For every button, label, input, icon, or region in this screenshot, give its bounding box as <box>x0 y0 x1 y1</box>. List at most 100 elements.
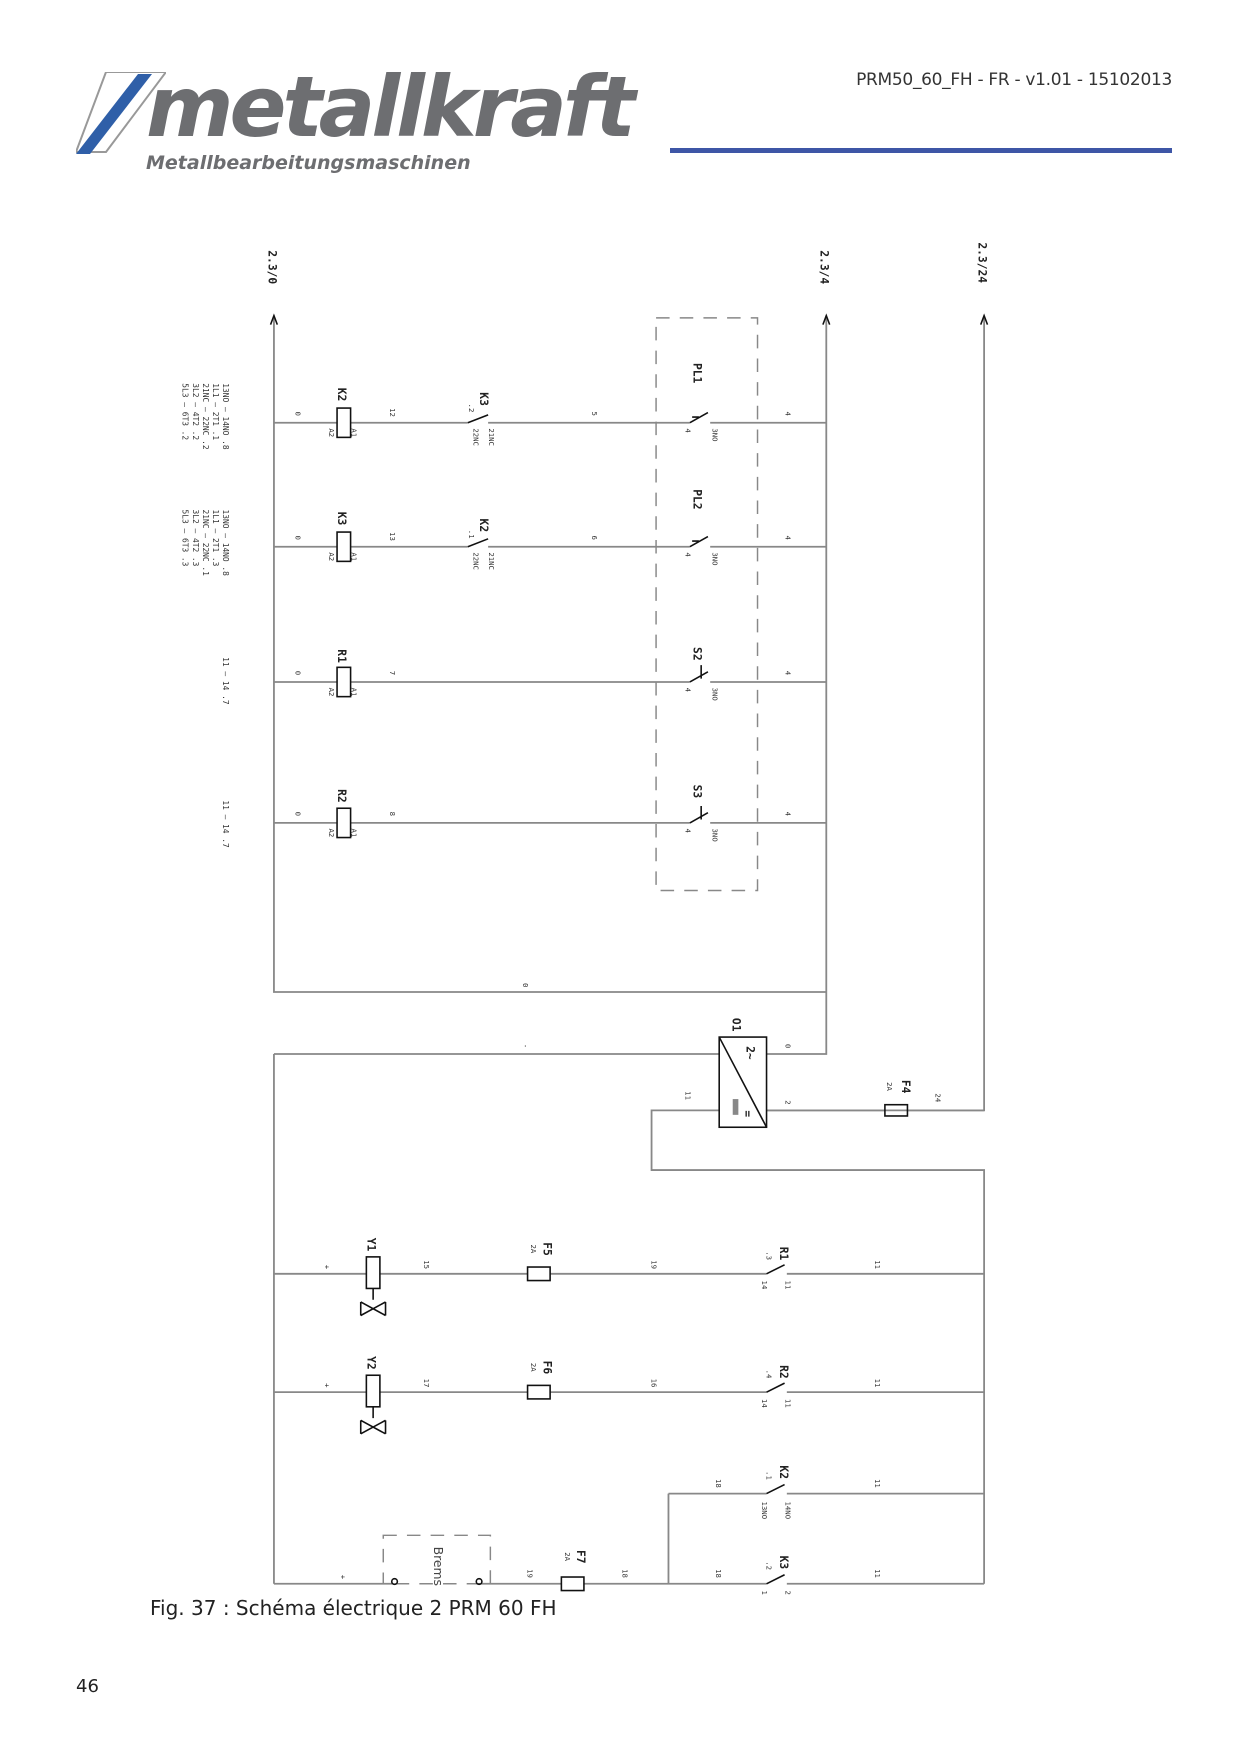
rail-label-4: 2.3/4 <box>818 250 831 284</box>
schematic-label: 3NO <box>710 829 719 842</box>
schematic-label: 3NO <box>710 688 719 701</box>
figure-caption: Fig. 37 : Schéma électrique 2 PRM 60 FH <box>150 1596 557 1620</box>
brake-label: Brems <box>431 1547 446 1586</box>
schematic-label: 1L1 — 2T1 .1 <box>211 383 220 440</box>
schematic-label: 6 <box>590 535 599 539</box>
schematic-label: 14 <box>760 1281 769 1290</box>
schematic-label: 0 <box>293 671 302 675</box>
schematic-label: PL2 <box>690 489 703 509</box>
schematic-label: K2 <box>335 388 348 402</box>
schematic-label: 4 <box>784 411 793 416</box>
schematic-label: 24 <box>934 1093 943 1102</box>
schematic-label: A2 <box>327 552 336 561</box>
schematic-label: 2 <box>784 1100 793 1104</box>
schematic-label: O1 <box>730 1018 743 1032</box>
schematic-label: R1 <box>335 649 348 663</box>
schematic-label: Y1 <box>364 1238 377 1252</box>
schematic-label: 11 <box>873 1569 882 1578</box>
schematic-label: 13NO <box>760 1501 769 1519</box>
schematic-label: 5 <box>590 411 599 415</box>
schematic-label: 11 <box>873 1379 882 1388</box>
schematic-label: 22NC <box>471 428 480 446</box>
schematic-label: 11 <box>784 1281 793 1290</box>
schematic-label: - <box>521 1044 530 1048</box>
schematic-label: 0 <box>521 983 530 987</box>
schematic-label: + <box>323 1383 332 1388</box>
schematic-label: 14 <box>760 1399 769 1408</box>
schematic-label: 7 <box>388 671 397 675</box>
schematic-label: 18 <box>714 1479 723 1488</box>
rung-brake: + Brems 19 F7 2A 18 18 K3 .2 1 2 11 <box>273 1534 985 1595</box>
schematic-label: 2 <box>784 1591 793 1595</box>
schematic-label: A2 <box>327 428 336 437</box>
rung-k2: 0 K2 A1 A2 12 K3 .2 21NC 22NC 5 PL1 3NO … <box>273 363 827 446</box>
schematic-label: 0 <box>293 812 302 816</box>
schematic-label: 11 <box>784 1399 793 1408</box>
schematic-label: K3 <box>477 392 490 406</box>
schematic-label: 1 <box>760 1591 769 1595</box>
schematic-label: 4 <box>784 535 793 540</box>
schematic-label: A1 <box>350 552 359 561</box>
rail-label-0: 2.3/0 <box>265 250 278 284</box>
schematic-label: K3 <box>777 1556 790 1570</box>
schematic-label: .1 <box>467 530 476 539</box>
rails: 2.3/0 2.3/4 2.3/24 <box>265 242 988 1112</box>
schematic-label: 13NO — 14NO .8 <box>221 383 230 450</box>
schematic-label: S3 <box>690 785 703 799</box>
rung-r2: 0 R2 A1 A2 8 S3 3NO 4 4 <box>273 785 827 842</box>
schematic-label: 4 <box>784 812 793 817</box>
schematic-label: K2 <box>777 1465 790 1479</box>
schematic-label: 12 <box>388 408 397 417</box>
schematic-label: 22NC <box>471 552 480 570</box>
schematic-label: K2 <box>477 519 490 533</box>
schematic-label: 13NO — 14NO .8 <box>221 510 230 577</box>
schematic-label: 11 — 14 .7 <box>221 800 230 848</box>
metallkraft-logo: metallkraft Metallbearbeitungsmaschinen <box>76 58 676 180</box>
schematic-label: 2A <box>885 1082 894 1091</box>
schematic-label: 16 <box>650 1379 659 1388</box>
schematic-label: 2~ <box>743 1046 756 1060</box>
schematic-label: 5L3 — 6T3 .3 <box>181 510 190 567</box>
schematic-label: 17 <box>422 1379 431 1388</box>
schematic-label: 4 <box>784 671 793 676</box>
schematic-label: F5 <box>540 1242 553 1256</box>
power-supply-o1: 0 - O1 2~ = 0 2 11 F4 2A 24 <box>273 983 986 1584</box>
logo-subtitle: Metallbearbeitungsmaschinen <box>146 152 471 174</box>
pedal-enclosure-boundary <box>655 317 759 892</box>
schematic-label: 19 <box>526 1569 535 1578</box>
logo-wordmark: metallkraft <box>146 58 636 156</box>
schematic-label: F4 <box>899 1080 912 1094</box>
schematic-label: 8 <box>388 812 397 816</box>
rung-k3: 0 K3 A1 A2 13 K2 .1 21NC 22NC 6 PL2 3NO … <box>273 489 827 570</box>
contact-notes: 13NO — 14NO .8 1L1 — 2T1 .1 21NC — 22NC … <box>181 383 231 848</box>
schematic-label: 3NO <box>710 552 719 565</box>
schematic-label: S2 <box>690 647 703 661</box>
rail-label-24: 2.3/24 <box>975 242 988 283</box>
schematic-label: .1 <box>765 1471 774 1480</box>
schematic-label: 18 <box>714 1569 723 1578</box>
schematic-label: 21NC — 22NC .1 <box>201 510 210 577</box>
schematic-label: + <box>338 1575 347 1580</box>
rung-valve-y2: + Y2 17 F6 2A 16 R2 .4 14 11 11 <box>273 1356 985 1435</box>
page-number: 46 <box>76 1676 99 1697</box>
schematic-label: 11 <box>873 1479 882 1488</box>
schematic-label: 19 <box>650 1260 659 1269</box>
schematic-label: A2 <box>327 688 336 697</box>
schematic-label: .2 <box>765 1561 774 1570</box>
schematic-label: 2A <box>563 1552 572 1561</box>
schematic-label: R2 <box>335 789 348 803</box>
schematic-label: 1L1 — 2T1 .3 <box>211 510 220 567</box>
schematic-label: Y2 <box>364 1356 377 1370</box>
schematic-label: 4 <box>683 829 692 834</box>
schematic-label: .3 <box>765 1251 774 1260</box>
schematic-label: A1 <box>350 688 359 697</box>
schematic-label: + <box>323 1265 332 1270</box>
rung-r1: 0 R1 A1 A2 7 S2 3NO 4 4 <box>273 647 827 701</box>
schematic-label: 21NC — 22NC .2 <box>201 383 210 450</box>
schematic-label: 21NC <box>487 428 496 446</box>
schematic-label: 14NO <box>784 1501 793 1519</box>
schematic-label: 3L2 — 4T2 .3 <box>191 510 200 567</box>
schematic-label: 0 <box>784 1044 793 1048</box>
